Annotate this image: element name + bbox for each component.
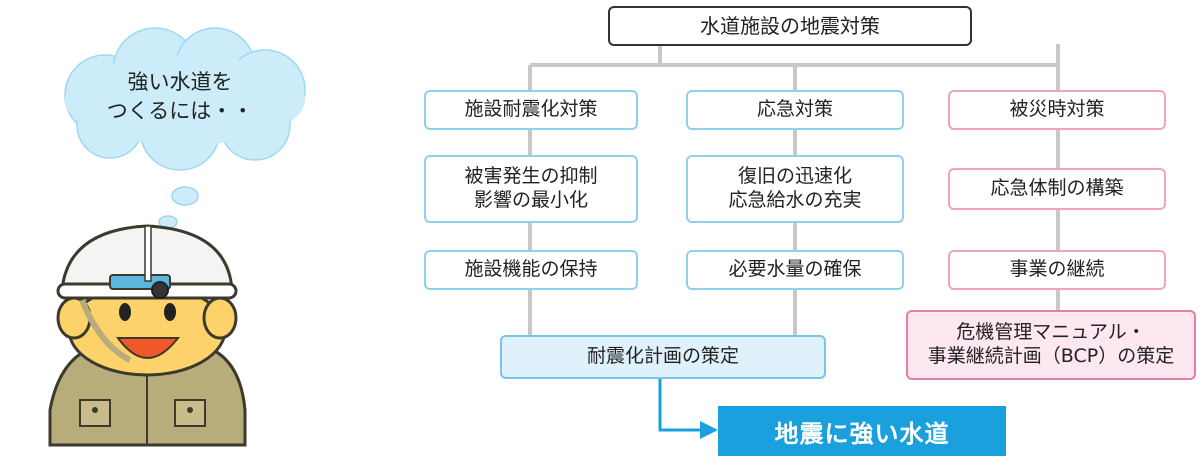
measure-box: 被害発生の抑制 影響の最小化 — [424, 155, 638, 223]
measure-box: 必要水量の確保 — [686, 250, 904, 290]
column-header-emergency: 応急対策 — [686, 90, 904, 130]
thought-bubble-text: 強い水道を つくるには・・ — [106, 69, 254, 123]
bcp-label: 危機管理マニュアル・ 事業継続計画（BCP）の策定 — [927, 321, 1175, 367]
measure-label: 応急体制の構築 — [990, 177, 1124, 200]
column-header-disaster: 被災時対策 — [948, 90, 1166, 130]
measure-box: 施設機能の保持 — [424, 250, 638, 290]
measure-label: 被害発生の抑制 影響の最小化 — [464, 165, 598, 211]
plan-label: 耐震化計画の策定 — [586, 345, 739, 368]
worker-illustration — [48, 27, 306, 447]
plan-box: 耐震化計画の策定 — [500, 335, 826, 379]
result-box: 地震に強い水道 — [718, 406, 1006, 456]
column-header-facility: 施設耐震化対策 — [424, 90, 638, 130]
measure-box: 事業の継続 — [948, 250, 1166, 290]
column-header-label: 応急対策 — [756, 98, 833, 121]
root-box: 水道施設の地震対策 — [608, 6, 972, 46]
result-label: 地震に強い水道 — [774, 419, 950, 448]
measure-label: 施設機能の保持 — [464, 258, 598, 281]
measure-box: 復旧の迅速化 応急給水の充実 — [686, 155, 904, 223]
thought-bubble — [64, 27, 306, 245]
bcp-box: 危機管理マニュアル・ 事業継続計画（BCP）の策定 — [906, 310, 1196, 380]
column-header-label: 施設耐震化対策 — [464, 98, 598, 121]
measure-box: 応急体制の構築 — [948, 168, 1166, 210]
measure-label: 事業の継続 — [1009, 258, 1105, 281]
column-header-label: 被災時対策 — [1009, 98, 1105, 121]
measure-label: 復旧の迅速化 応急給水の充実 — [728, 165, 862, 211]
flow-arrow — [658, 378, 702, 432]
root-label: 水道施設の地震対策 — [700, 13, 880, 38]
measure-label: 必要水量の確保 — [728, 258, 862, 281]
